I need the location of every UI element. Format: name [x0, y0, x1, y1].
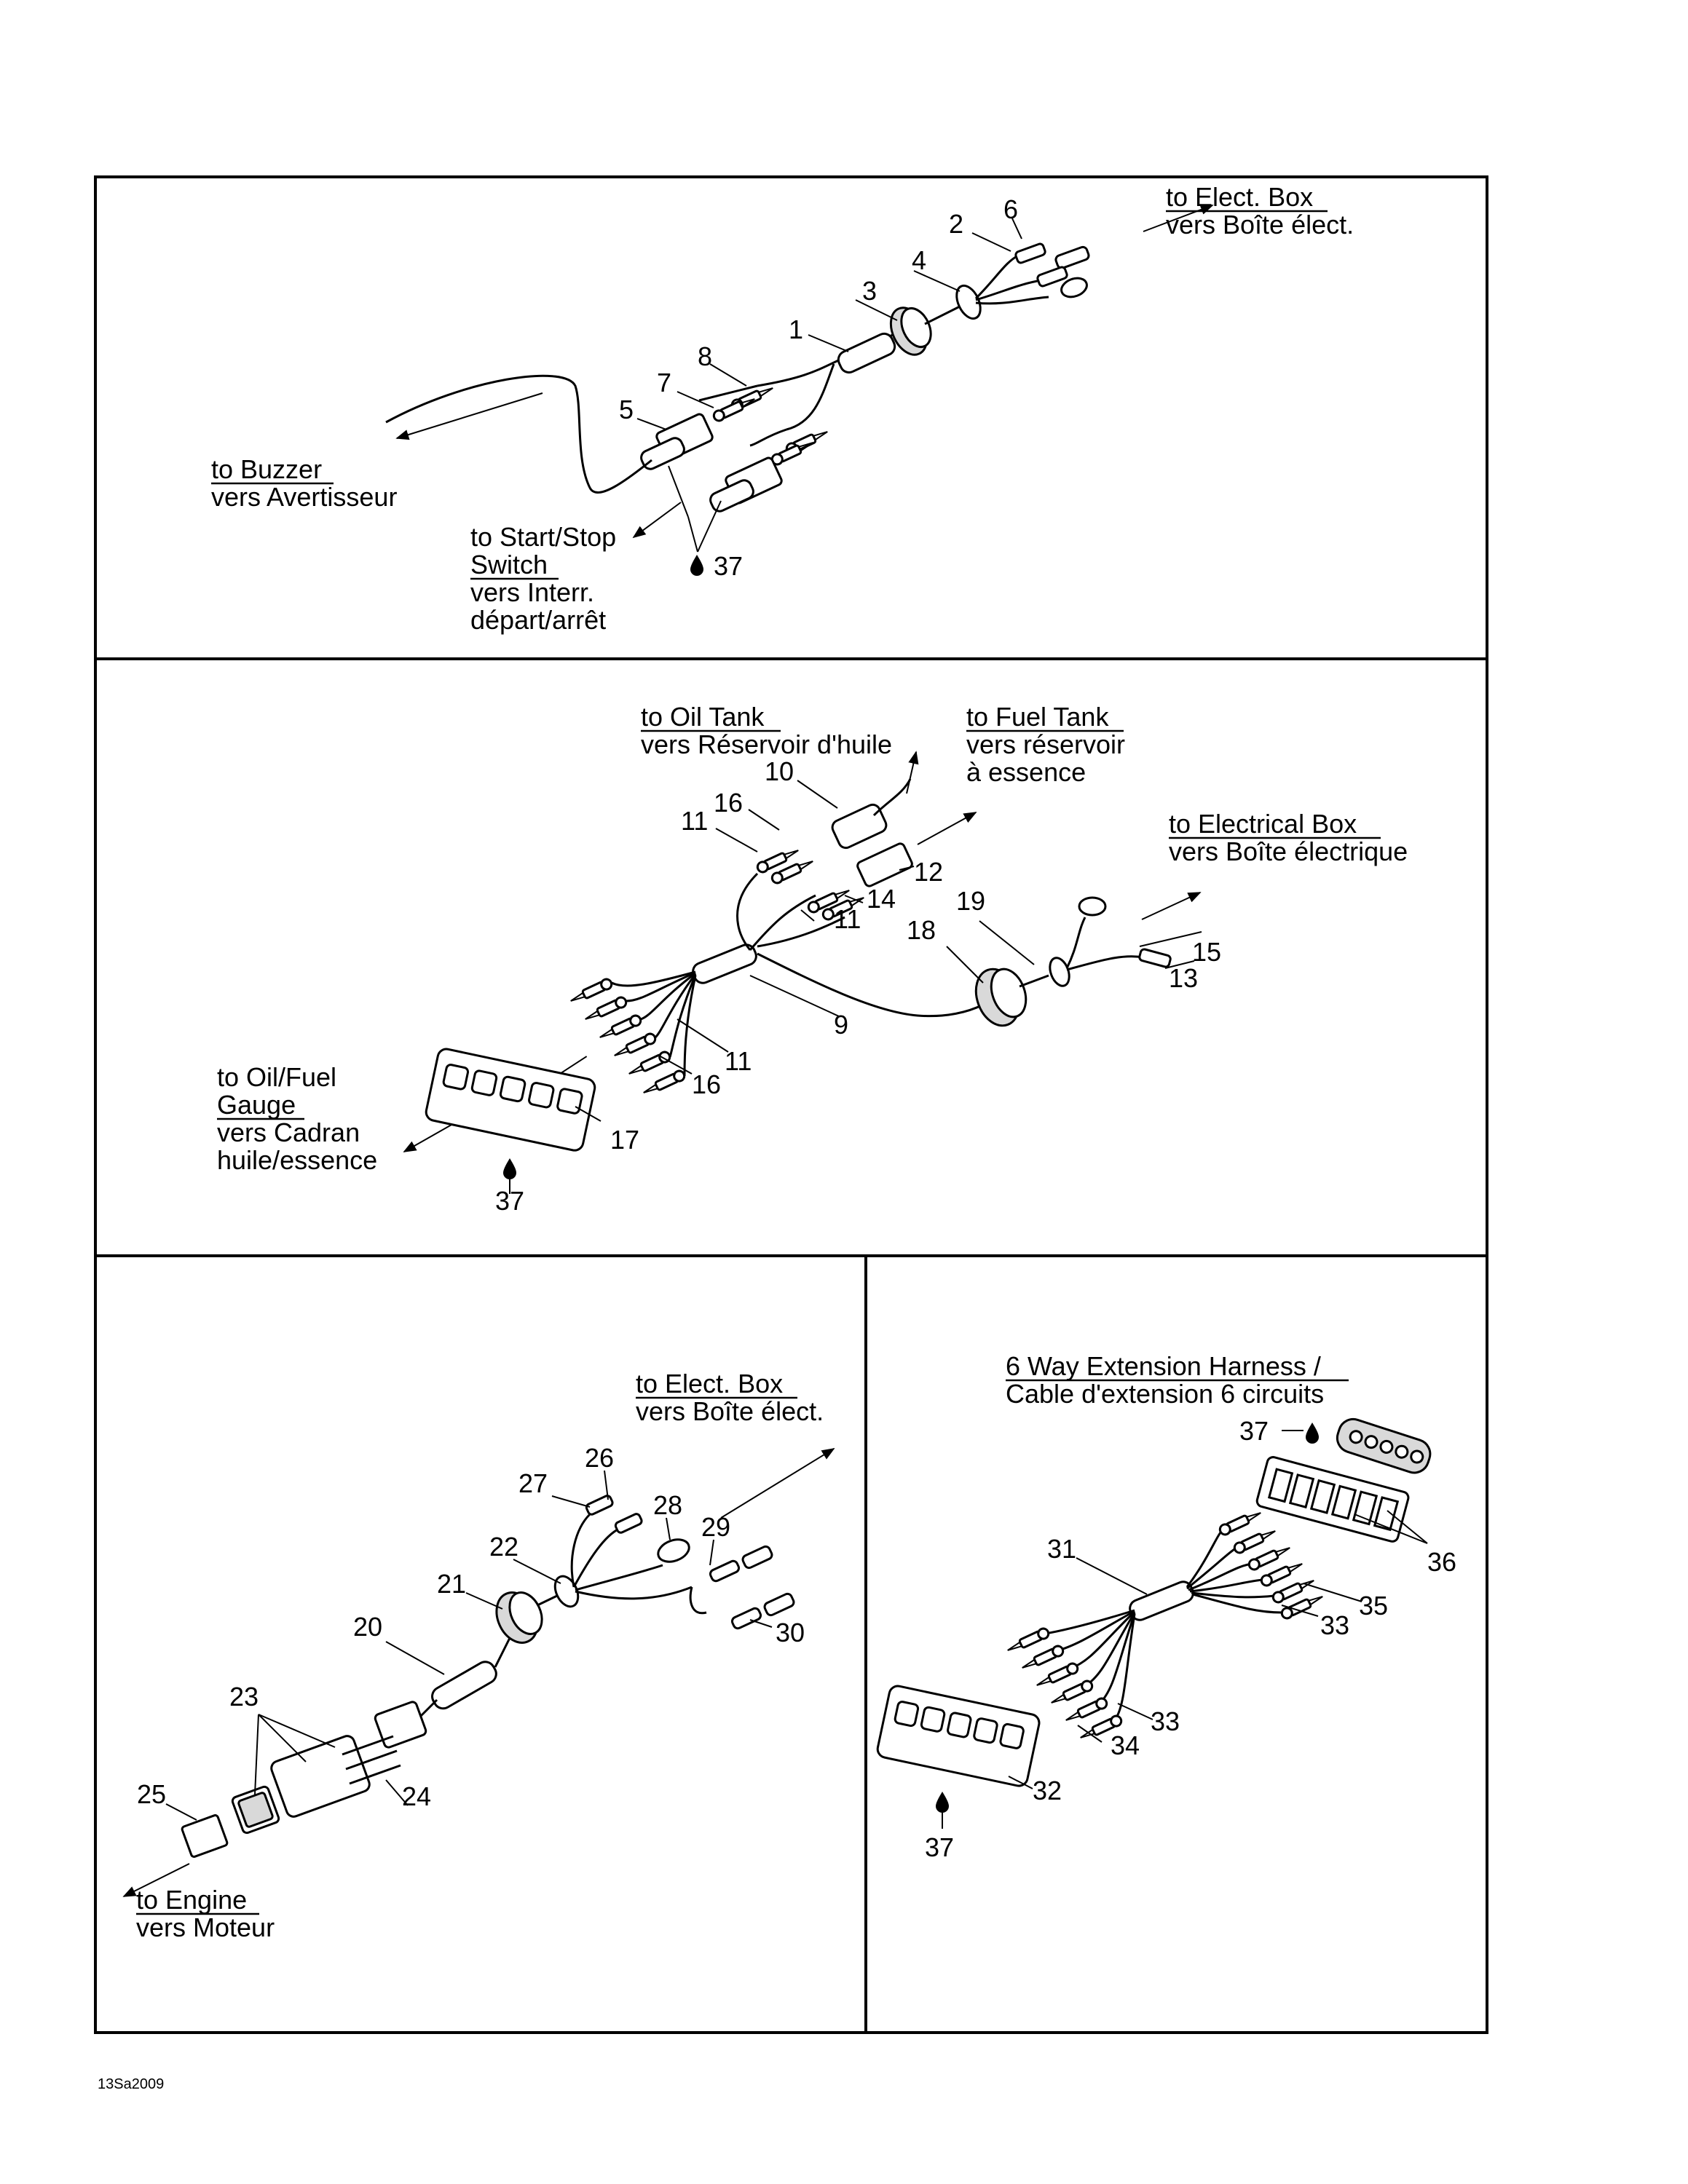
label-to-oil-tank: to Oil Tank — [641, 702, 765, 732]
extension-title-fr: Cable d'extension 6 circuits — [1006, 1379, 1324, 1409]
callout-2: 2 — [949, 209, 963, 239]
label-vers-reservoir: vers réservoir — [966, 729, 1125, 759]
top-panel: to Elect. Box vers Boîte élect. to Buzze… — [211, 182, 1354, 635]
callout-33-a: 33 — [1320, 1610, 1349, 1640]
figure-code: 13Sa2009 — [98, 2076, 164, 2092]
callout-1: 1 — [789, 314, 803, 344]
callout-36: 36 — [1427, 1547, 1456, 1577]
label-gauge: Gauge — [217, 1090, 296, 1120]
callout-15: 15 — [1192, 937, 1221, 967]
callout-4: 4 — [912, 245, 926, 275]
callout-7: 7 — [657, 368, 671, 397]
label-vers-reservoir-huile: vers Réservoir d'huile — [641, 729, 892, 759]
label-to-electrical-box: to Electrical Box — [1169, 809, 1357, 839]
callout-28: 28 — [653, 1490, 682, 1520]
callout-12: 12 — [914, 857, 943, 887]
callout-34: 34 — [1111, 1730, 1140, 1760]
callout-37-top: 37 — [714, 551, 743, 581]
label-to-engine: to Engine — [136, 1885, 247, 1915]
callout-24: 24 — [402, 1781, 431, 1811]
callout-27: 27 — [518, 1468, 548, 1498]
callout-26: 26 — [585, 1443, 614, 1473]
label-vers-boite-elect-engine: vers Boîte élect. — [636, 1396, 824, 1426]
label-switch: Switch — [470, 550, 548, 579]
callout-11-c: 11 — [725, 1046, 752, 1076]
callout-29: 29 — [701, 1512, 730, 1542]
middle-harness-drawing — [403, 751, 1202, 1194]
callout-6: 6 — [1003, 194, 1018, 224]
label-vers-boite-elect: vers Boîte élect. — [1166, 210, 1354, 240]
callout-35: 35 — [1359, 1591, 1388, 1621]
callout-11-b: 11 — [834, 904, 861, 934]
callout-8: 8 — [698, 341, 712, 371]
label-depart-arret: départ/arrêt — [470, 605, 606, 635]
callout-16-b: 16 — [692, 1069, 721, 1099]
callout-33-b: 33 — [1151, 1706, 1180, 1736]
callout-18: 18 — [907, 915, 936, 945]
label-vers-cadran: vers Cadran — [217, 1117, 360, 1147]
callout-23: 23 — [229, 1682, 259, 1712]
bottom-left-panel: to Elect. Box vers Boîte élect. to Engin… — [122, 1369, 835, 1942]
callout-31: 31 — [1047, 1534, 1076, 1564]
callout-3: 3 — [862, 276, 877, 306]
label-to-elect-box-engine: to Elect. Box — [636, 1369, 783, 1398]
callout-13: 13 — [1169, 963, 1198, 993]
callout-14: 14 — [867, 884, 896, 914]
callout-21: 21 — [437, 1569, 466, 1599]
engine-harness-drawing — [122, 1448, 835, 1897]
label-to-buzzer: to Buzzer — [211, 454, 322, 484]
label-huile-essence: huile/essence — [217, 1145, 377, 1175]
middle-panel: to Oil Tank vers Réservoir d'huile to Fu… — [217, 702, 1408, 1216]
label-vers-moteur: vers Moteur — [136, 1912, 275, 1942]
label-vers-interr: vers Interr. — [470, 577, 594, 607]
callout-19: 19 — [956, 886, 985, 916]
label-a-essence: à essence — [966, 757, 1086, 787]
extension-harness-drawing — [876, 1417, 1432, 1829]
label-to-start-stop: to Start/Stop — [470, 522, 616, 552]
label-to-elect-box: to Elect. Box — [1166, 182, 1313, 212]
callout-10: 10 — [765, 756, 794, 786]
label-vers-boite-electrique: vers Boîte électrique — [1169, 836, 1408, 866]
callout-37-mid: 37 — [495, 1186, 524, 1216]
top-harness-drawing — [385, 205, 1214, 576]
callout-9: 9 — [834, 1010, 848, 1040]
callout-37-ext-top: 37 — [1239, 1416, 1269, 1446]
panel-frames — [94, 175, 1488, 2034]
callout-17: 17 — [610, 1125, 639, 1155]
callout-30: 30 — [776, 1618, 805, 1647]
label-vers-avertisseur: vers Avertisseur — [211, 482, 397, 512]
bottom-right-panel: 6 Way Extension Harness / Cable d'extens… — [876, 1351, 1456, 1862]
label-to-oil-fuel: to Oil/Fuel — [217, 1062, 336, 1092]
extension-title-en: 6 Way Extension Harness / — [1006, 1351, 1321, 1381]
callout-25: 25 — [137, 1779, 166, 1809]
callout-16-a: 16 — [714, 788, 743, 818]
callout-32: 32 — [1033, 1776, 1062, 1805]
callout-5: 5 — [619, 395, 634, 424]
label-to-fuel-tank: to Fuel Tank — [966, 702, 1109, 732]
callout-11-a: 11 — [681, 806, 708, 836]
callout-22: 22 — [489, 1532, 518, 1562]
callout-37-ext-bottom: 37 — [925, 1832, 954, 1862]
callout-20: 20 — [353, 1612, 382, 1642]
